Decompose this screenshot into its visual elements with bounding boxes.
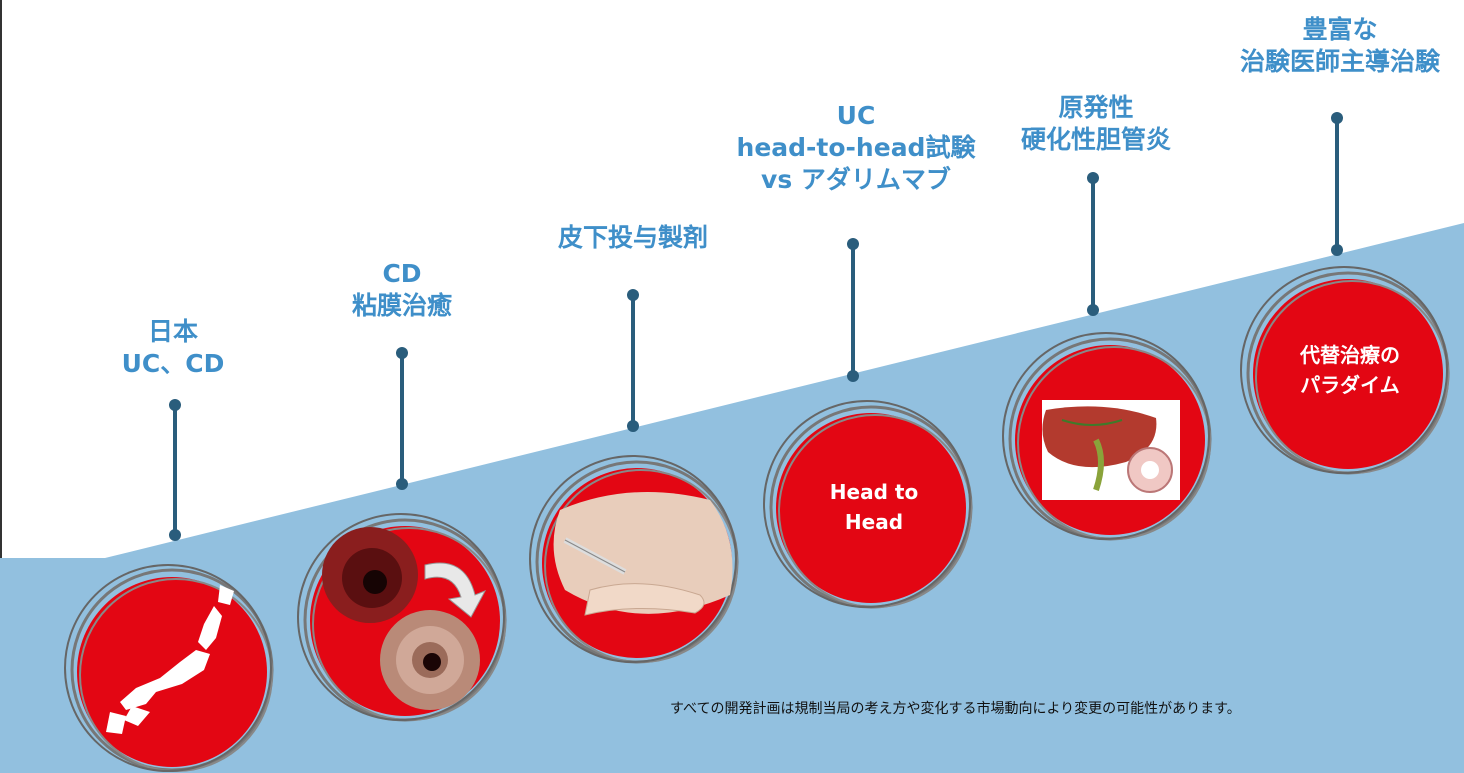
pin-5 <box>1087 172 1099 316</box>
pin-1 <box>169 399 181 541</box>
milestone-label-3: 皮下投与製剤 <box>558 222 708 254</box>
pin-4 <box>847 238 859 382</box>
liver-icon <box>1042 400 1180 500</box>
milestone-label-1: 日本UC、CD <box>122 316 225 380</box>
milestone-label-5: 原発性硬化性胆管炎 <box>1021 92 1171 156</box>
milestone-label-6: 豊富な治験医師主導治験 <box>1240 14 1440 78</box>
pin-3 <box>627 289 639 432</box>
milestone-label-4: UChead-to-head試験vs アダリムマブ <box>737 100 976 196</box>
pin-2 <box>396 347 408 490</box>
circle-text-paradigm: 代替治療のパラダイム <box>1300 340 1400 400</box>
disclaimer-footnote: すべての開発計画は規制当局の考え方や変化する市場動向により変更の可能性があります… <box>670 698 1241 718</box>
milestone-label-2: CD粘膜治癒 <box>352 258 452 322</box>
injection-icon <box>554 492 733 615</box>
pin-6 <box>1331 112 1343 256</box>
circle-text-head-to-head: Head toHead <box>830 477 918 537</box>
